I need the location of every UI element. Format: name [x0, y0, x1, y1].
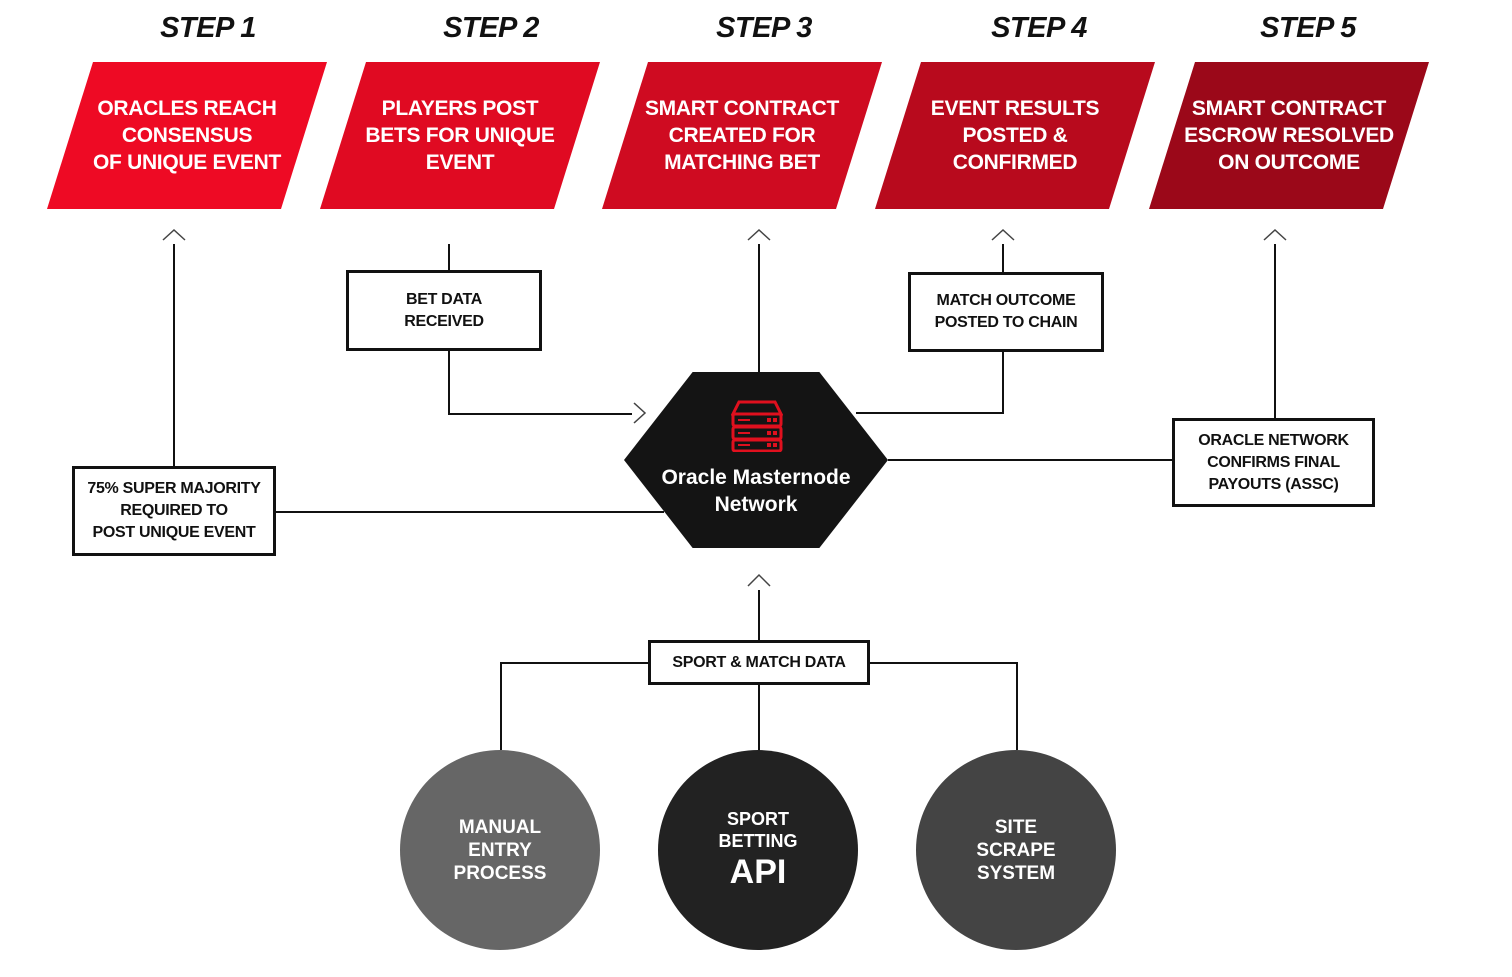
connector-manual [500, 662, 649, 750]
bet-data-box: BET DATA RECEIVED [346, 270, 542, 351]
super-majority-box: 75% SUPER MAJORITY REQUIRED TO POST UNIQ… [72, 466, 276, 556]
step-card-5: SMART CONTRACT ESCROW RESOLVED ON OUTCOM… [1149, 62, 1429, 209]
step-title-3: STEP 3 [716, 12, 812, 44]
source-circle-site-scrape: SITE SCRAPE SYSTEM [916, 750, 1116, 950]
step-card-bg [875, 62, 1155, 209]
sport-match-data-box: SPORT & MATCH DATA [648, 640, 870, 685]
server-icon [731, 400, 783, 452]
step-card-1: ORACLES REACH CONSENSUS OF UNIQUE EVENT [47, 62, 327, 209]
source-label: SITE SCRAPE SYSTEM [976, 816, 1056, 884]
step-card-text: SMART CONTRACT ESCROW RESOLVED ON OUTCOM… [1184, 97, 1394, 174]
hub-label: Oracle Masternode Network [661, 466, 851, 516]
step-card-text: ORACLES REACH CONSENSUS OF UNIQUE EVENT [92, 97, 282, 174]
step-card-bg [602, 62, 882, 209]
step-card-3: SMART CONTRACT CREATED FOR MATCHING BET [602, 62, 882, 209]
source-circle-sport-betting-api: SPORT BETTING API [658, 750, 858, 950]
step-card-bg [320, 62, 600, 209]
step-title-1: STEP 1 [160, 12, 256, 44]
connector-bet-data-hub [448, 350, 632, 415]
arrowhead-up-step1 [162, 228, 186, 241]
oracle-confirms-box: ORACLE NETWORK CONFIRMS FINAL PAYOUTS (A… [1172, 418, 1375, 507]
step-card-text: PLAYERS POST BETS FOR UNIQUE EVENT [365, 97, 555, 174]
arrowhead-up-step3 [747, 228, 771, 241]
step-card-text: SMART CONTRACT CREATED FOR MATCHING BET [644, 97, 840, 174]
arrowhead-up-step4 [991, 228, 1015, 241]
step-card-2: PLAYERS POST BETS FOR UNIQUE EVENT [320, 62, 600, 209]
oracle-masternode-hub: Oracle Masternode Network [624, 372, 888, 548]
step-card-text: EVENT RESULTS POSTED & CONFIRMED [930, 97, 1100, 174]
step-card-4: EVENT RESULTS POSTED & CONFIRMED [875, 62, 1155, 209]
arrowhead-up-step5 [1263, 228, 1287, 241]
source-circle-manual-entry: MANUAL ENTRY PROCESS [400, 750, 600, 950]
connector-match-outcome-hub [856, 352, 1004, 414]
step-card-bg [1149, 62, 1429, 209]
match-outcome-box: MATCH OUTCOME POSTED TO CHAIN [908, 272, 1104, 352]
arrowhead-up-hub [747, 573, 771, 587]
step-card-bg [47, 62, 327, 209]
source-label: SPORT BETTING [718, 809, 798, 851]
step-title-4: STEP 4 [991, 12, 1087, 44]
source-big-label: API [729, 853, 787, 891]
source-label: MANUAL ENTRY PROCESS [453, 816, 547, 884]
connector-scrape [869, 662, 1018, 750]
step-title-5: STEP 5 [1260, 12, 1356, 44]
arrowhead-right-hub [633, 402, 647, 424]
step-title-2: STEP 2 [443, 12, 539, 44]
